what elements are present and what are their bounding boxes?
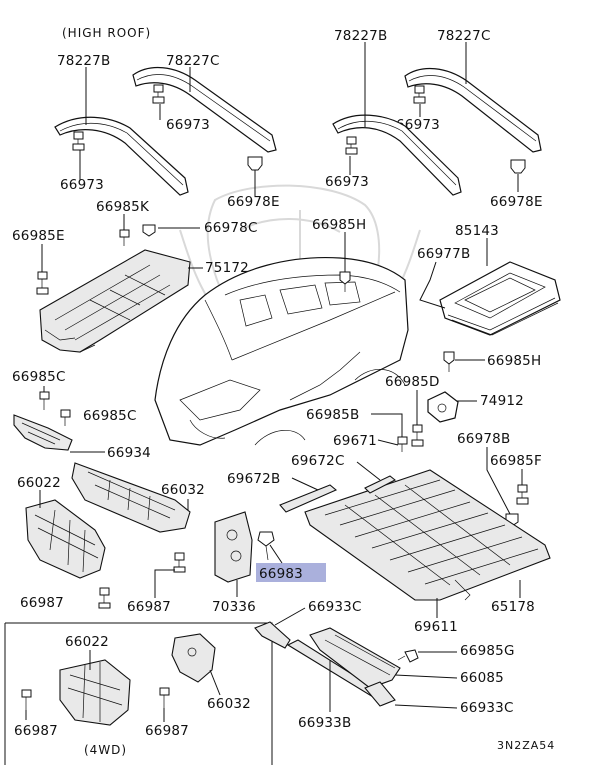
leader-lines-strips (291, 461, 381, 491)
callout-74912: 74912 (480, 393, 524, 409)
callout-66022-upper: 66022 (17, 475, 61, 491)
callout-69671: 69671 (333, 433, 377, 449)
guard-66022-4wd (59, 659, 131, 726)
bolts-66934 (39, 391, 71, 426)
highlight-66983 (256, 563, 326, 582)
note-4wd: (4WD) (84, 743, 127, 757)
shield-66934 (13, 414, 73, 451)
plate-70336 (214, 511, 253, 583)
callout-66985G: 66985G (460, 643, 515, 659)
notes: (HIGH ROOF) (4WD) 3N2ZA54 (62, 26, 555, 757)
callout-66987-d: 66987 (145, 723, 189, 739)
clip-66983 (257, 531, 275, 561)
callout-75172: 75172 (205, 260, 249, 276)
callout-66978C: 66978C (204, 220, 258, 236)
callout-66978E-left: 66978E (227, 194, 280, 210)
callout-66973-left-2: 66973 (60, 177, 104, 193)
callout-66987-b: 66987 (127, 599, 171, 615)
callout-66977B: 66977B (417, 246, 470, 262)
guard-66022-upper (25, 499, 106, 579)
callout-66933B: 66933B (298, 715, 351, 731)
leader-lines-left-rails (79, 67, 256, 196)
leader-lines-4wd (25, 650, 221, 722)
roof-rail-right-78227C (404, 67, 542, 153)
callout-78227C-right: 78227C (437, 28, 491, 44)
callout-85143: 85143 (455, 223, 499, 239)
vehicle-body (154, 256, 409, 446)
callout-66933C-upper: 66933C (308, 599, 362, 615)
callout-69672B: 69672B (227, 471, 280, 487)
callout-78227B-right: 78227B (334, 28, 387, 44)
bracket-74912 (427, 391, 459, 423)
floor-pan-65178 (304, 469, 551, 601)
leader-lines-85143 (419, 238, 488, 309)
callout-66987-a: 66987 (20, 595, 64, 611)
callout-69611: 69611 (414, 619, 458, 635)
callout-66985F: 66985F (490, 453, 542, 469)
callout-70336: 70336 (212, 599, 256, 615)
callout-66985C-left: 66985C (12, 369, 66, 385)
strip-69672C (364, 475, 397, 494)
callout-66985K: 66985K (96, 199, 150, 215)
leader-lines-right-rails (349, 42, 519, 192)
callout-66973-left-1: 66973 (166, 117, 210, 133)
callout-78227C-left: 78227C (166, 53, 220, 69)
bolts-sill (397, 649, 419, 663)
callout-66987-c: 66987 (14, 723, 58, 739)
callout-66983: 66983 (259, 566, 303, 582)
callout-66985C-right: 66985C (83, 408, 137, 424)
sill-66085 (309, 627, 401, 689)
leader-lines-sills (274, 607, 458, 712)
sill-66933C-upper (254, 621, 291, 649)
callout-69672C: 69672C (291, 453, 345, 469)
sunroof-85143 (439, 261, 561, 336)
callout-66085: 66085 (460, 670, 504, 686)
leader-lines-66934 (43, 386, 105, 453)
roof-rail-left-78227B (54, 116, 189, 196)
callout-66978E-right: 66978E (490, 194, 543, 210)
callout-66978B: 66978B (457, 431, 510, 447)
floor-panel-front-75172 (39, 249, 191, 353)
bolts-left-rails (72, 84, 263, 171)
callout-66985D: 66985D (385, 374, 440, 390)
bolts-4wd (21, 687, 170, 710)
leader-lines-66983 (269, 544, 283, 564)
strip-69672B (279, 484, 338, 513)
callout-66933C-lower: 66933C (460, 700, 514, 716)
roof-rail-right-78227B (332, 114, 462, 196)
callout-66973-right-2: 66973 (325, 174, 369, 190)
callout-66985B: 66985B (306, 407, 359, 423)
sill-66933C-lower (364, 681, 396, 707)
diagram-code: 3N2ZA54 (497, 739, 555, 752)
inset-4wd-frame (4, 622, 273, 765)
bracket-66032-4wd (171, 633, 216, 683)
callout-66934: 66934 (107, 445, 151, 461)
callout-66985H-mid: 66985H (487, 353, 541, 369)
callout-66032-lower: 66032 (207, 696, 251, 712)
roof-rail-left-78227C (132, 66, 277, 153)
callout-labels: 78227B 78227C 66973 66973 66978E 78227B … (12, 28, 543, 739)
leader-lines-front-panel (41, 214, 203, 272)
callout-65178: 65178 (491, 599, 535, 615)
callout-66022-lower: 66022 (65, 634, 109, 650)
note-high-roof: (HIGH ROOF) (62, 26, 151, 40)
callout-78227B-left: 78227B (57, 53, 110, 69)
callout-66985H-top: 66985H (312, 217, 366, 233)
bolts-right-area (339, 271, 529, 527)
callout-66985E: 66985E (12, 228, 65, 244)
leader-lines-66987-upper (154, 569, 175, 598)
leader-lines-right-area (344, 232, 523, 515)
callout-66032-upper: 66032 (161, 482, 205, 498)
panel-66032-upper (71, 462, 191, 533)
bolts-right-rails (345, 85, 526, 174)
leader-lines-floor-pan (436, 580, 521, 618)
